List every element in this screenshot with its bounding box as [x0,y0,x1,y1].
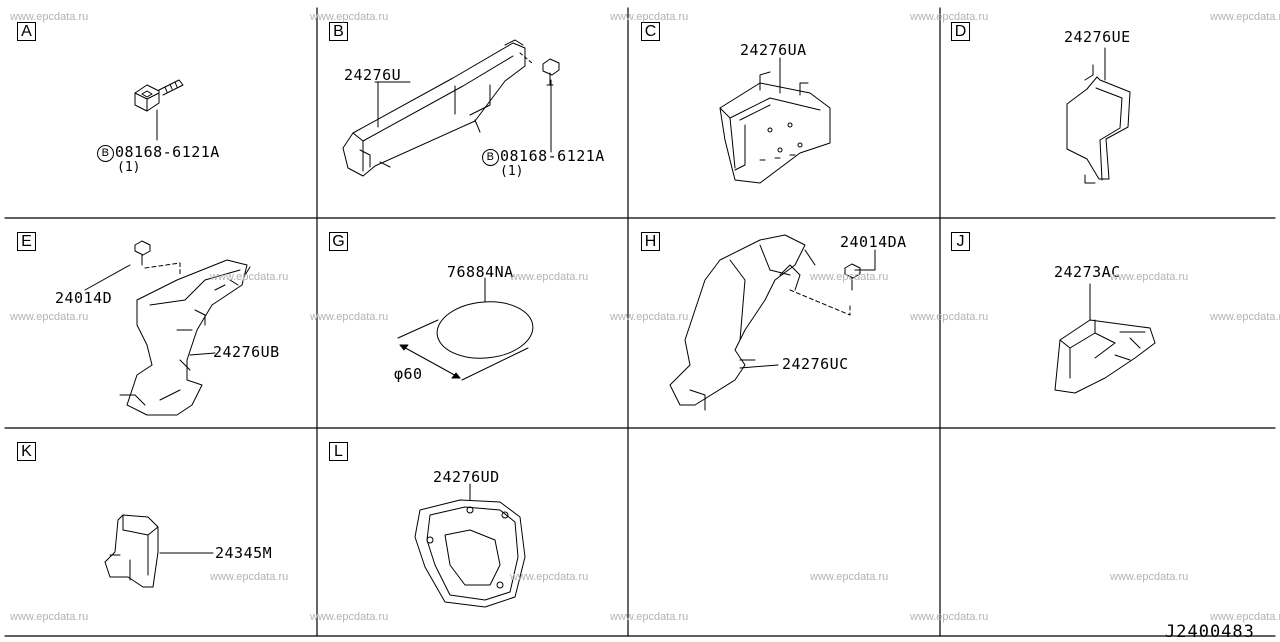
watermark-text: www.epcdata.ru [910,11,989,23]
watermark-text: www.epcdata.ru [10,11,89,23]
watermark-text: www.epcdata.ru [610,11,689,23]
panel-j-label: J [951,232,970,251]
part-number-h1[interactable]: 24014DA [840,233,907,251]
part-number-l[interactable]: 24276UD [433,468,500,486]
duct-drawing-b [342,39,560,177]
qty-b: (1) [500,164,524,179]
gasket-drawing-d [1066,47,1131,184]
panel-a-label: A [17,22,36,41]
watermark-text: www.epcdata.ru [210,571,289,583]
duct-drawing-h [669,234,876,411]
watermark-text: www.epcdata.ru [1110,571,1189,583]
watermark-text: www.epcdata.ru [510,571,589,583]
pad-drawing-g [397,277,534,381]
watermark-text: www.epcdata.ru [310,311,389,323]
diagram-code: J2400483 [1165,622,1255,642]
watermark-text: www.epcdata.ru [1210,311,1280,323]
duct-drawing-c [719,57,831,184]
part-number-c[interactable]: 24276UA [740,41,807,59]
watermark-text: www.epcdata.ru [810,271,889,283]
panel-h-label: H [641,232,660,251]
duct-drawing-e [84,240,251,416]
watermark-text: www.epcdata.ru [610,611,689,623]
panel-c-label: C [641,22,660,41]
part-number-b1[interactable]: 24276U [344,66,402,84]
watermark-text: www.epcdata.ru [910,611,989,623]
watermark-text: www.epcdata.ru [1110,271,1189,283]
part-number-e2[interactable]: 24276UB [213,343,280,361]
watermark-text: www.epcdata.ru [310,11,389,23]
bolt-type-marker: B [482,149,499,166]
part-number-g[interactable]: 76884NA [447,263,514,281]
panel-k-label: K [17,442,36,461]
part-number-d[interactable]: 24276UE [1064,28,1131,46]
grid-lines [4,7,1276,637]
dimension-g: φ60 [394,365,423,383]
panel-d-label: D [951,22,970,41]
watermark-text: www.epcdata.ru [310,611,389,623]
watermark-text: www.epcdata.ru [610,311,689,323]
panel-b-label: B [329,22,348,41]
watermark-text: www.epcdata.ru [1210,611,1280,623]
bolt-type-marker: B [97,145,114,162]
watermark-text: www.epcdata.ru [210,271,289,283]
watermark-text: www.epcdata.ru [1210,11,1280,23]
watermark-text: www.epcdata.ru [910,311,989,323]
panel-g-label: G [329,232,348,251]
watermark-text: www.epcdata.ru [10,311,89,323]
watermark-text: www.epcdata.ru [510,271,589,283]
qty-a: (1) [117,160,141,175]
duct-drawing-j [1054,283,1156,394]
part-number-h2[interactable]: 24276UC [782,355,849,373]
frame-drawing-l [414,483,526,608]
bolt-drawing-a [134,79,184,141]
part-number-e1[interactable]: 24014D [55,289,113,307]
part-number-k[interactable]: 24345M [215,544,273,562]
watermark-text: www.epcdata.ru [810,571,889,583]
panel-l-label: L [329,442,348,461]
part-number-j[interactable]: 24273AC [1054,263,1121,281]
panel-e-label: E [17,232,36,251]
watermark-text: www.epcdata.ru [10,611,89,623]
connector-drawing-k [104,514,214,588]
